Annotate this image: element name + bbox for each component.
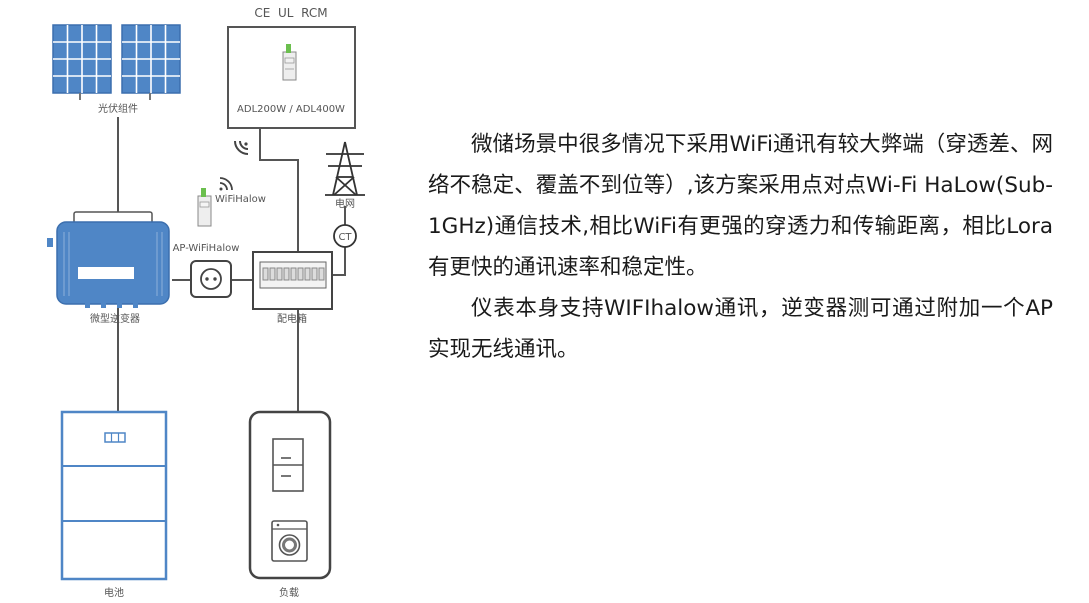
description-paragraph-2: 仪表本身支持WIFIhalow通讯，逆变器测可通过附加一个AP实现无线通讯。 [428, 296, 1053, 362]
distribution-box-icon [252, 251, 333, 310]
load-icon [248, 410, 332, 580]
socket-icon [190, 260, 232, 298]
grid-label: 电网 [335, 197, 355, 210]
wifi-signal-icon [234, 140, 249, 155]
certifications-label: CE UL RCM [254, 6, 327, 20]
load-label: 负载 [279, 586, 299, 599]
connection-lines [117, 117, 346, 412]
washing-machine-icon [271, 520, 308, 562]
wifi-module-label: WiFiHalow [215, 194, 266, 205]
ap-label: AP-WiFiHalow [173, 243, 240, 254]
battery-icon [60, 410, 168, 581]
pv-label: 光伏组件 [98, 102, 138, 115]
ct-label: CT [338, 232, 352, 243]
solar-panel-icon [52, 24, 181, 100]
system-diagram: 光伏组件 CE UL RCM ADL200W / ADL400W 电网 CT [47, 6, 365, 599]
description-text: 微储场景中很多情况下采用WiFi通讯有较大弊端（穿透差、网络不稳定、覆盖不到位等… [428, 124, 1053, 370]
inverter-icon [47, 211, 170, 308]
battery-label: 电池 [104, 586, 124, 599]
din-meter-icon [282, 44, 297, 81]
pylon-icon [325, 141, 365, 196]
ct-circle [333, 224, 357, 248]
meter-model-label: ADL200W / ADL400W [237, 104, 345, 115]
wifi-module-icon [197, 177, 233, 227]
inverter-label: 微型逆变器 [90, 312, 140, 325]
description-paragraph-1: 微储场景中很多情况下采用WiFi通讯有较大弊端（穿透差、网络不稳定、覆盖不到位等… [428, 132, 1053, 280]
distribution-box-label: 配电箱 [277, 312, 307, 325]
